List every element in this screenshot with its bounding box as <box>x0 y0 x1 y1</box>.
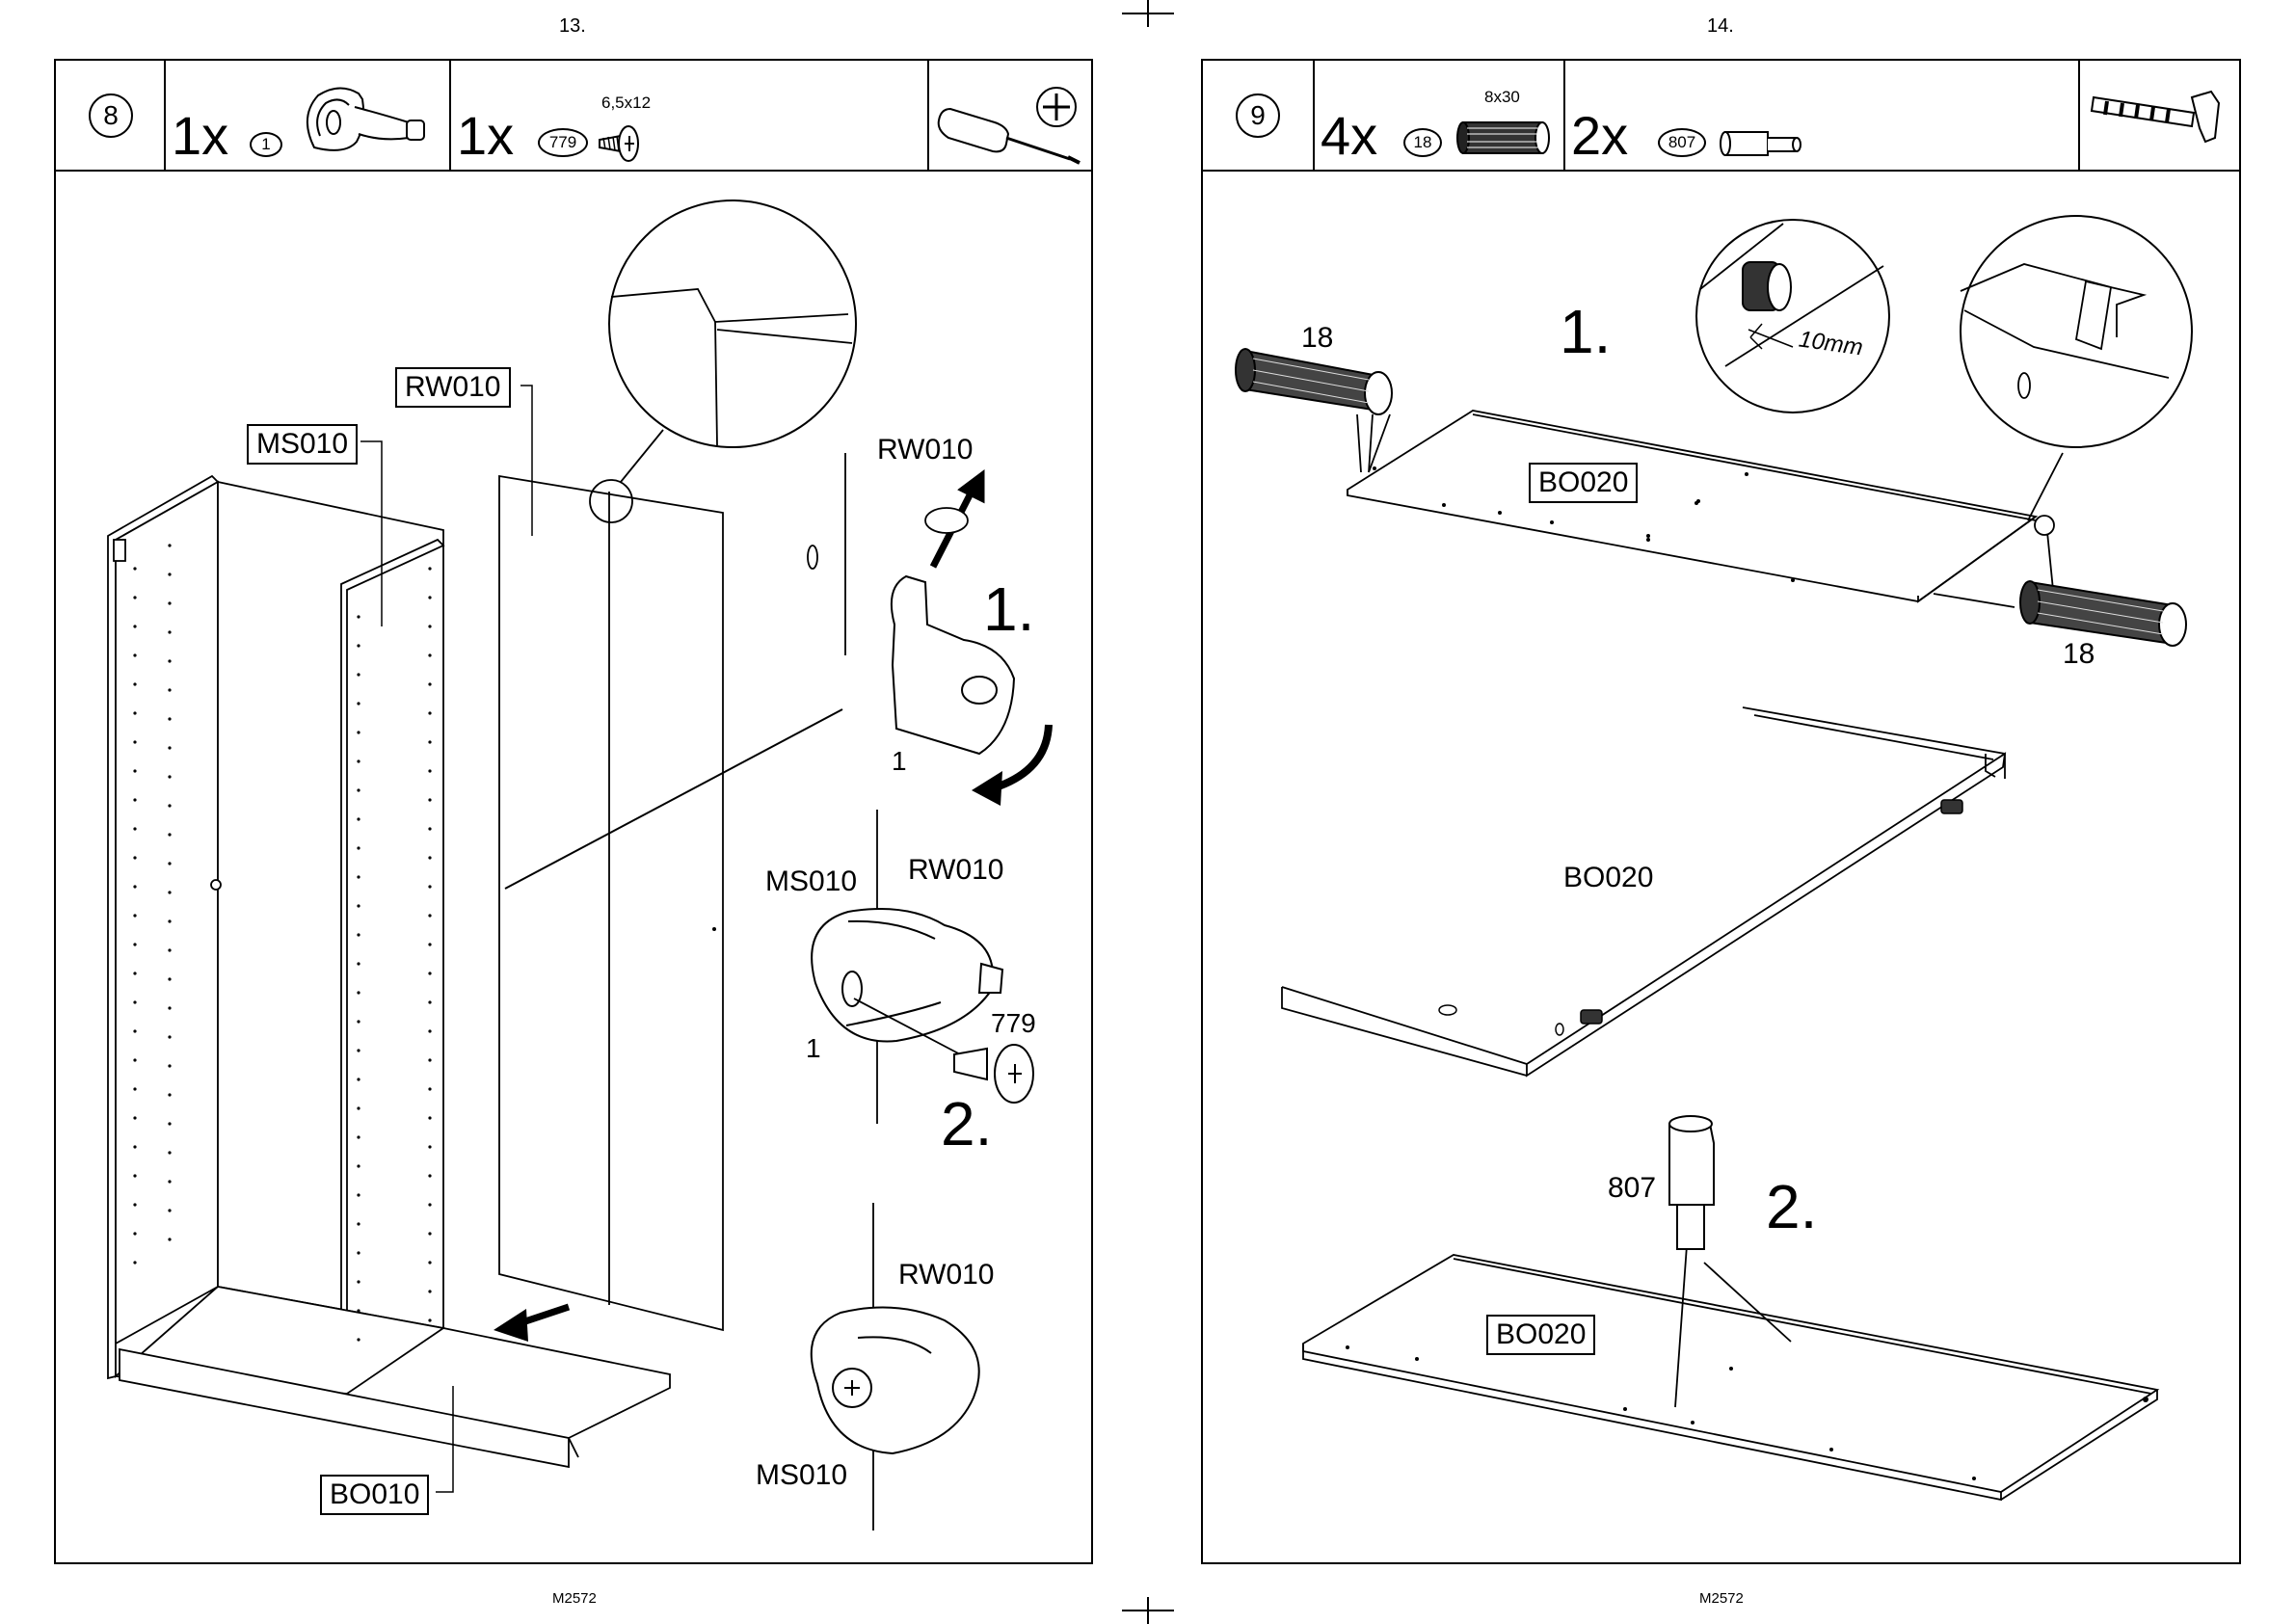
label-bo020-box: BO020 <box>1486 1315 1595 1355</box>
dowel-18-left <box>1236 349 1392 414</box>
label-dowel-18: 18 <box>1301 324 1333 353</box>
substep-2: 2. <box>1766 1176 1817 1238</box>
dowel-18-right <box>2020 581 2186 646</box>
substep-1: 1. <box>1560 301 1611 362</box>
label-bo020-box: BO020 <box>1529 463 1638 503</box>
label-dowel-18: 18 <box>2063 640 2095 669</box>
label-part-807: 807 <box>1608 1174 1656 1203</box>
label-bo020: BO020 <box>1563 864 1653 892</box>
